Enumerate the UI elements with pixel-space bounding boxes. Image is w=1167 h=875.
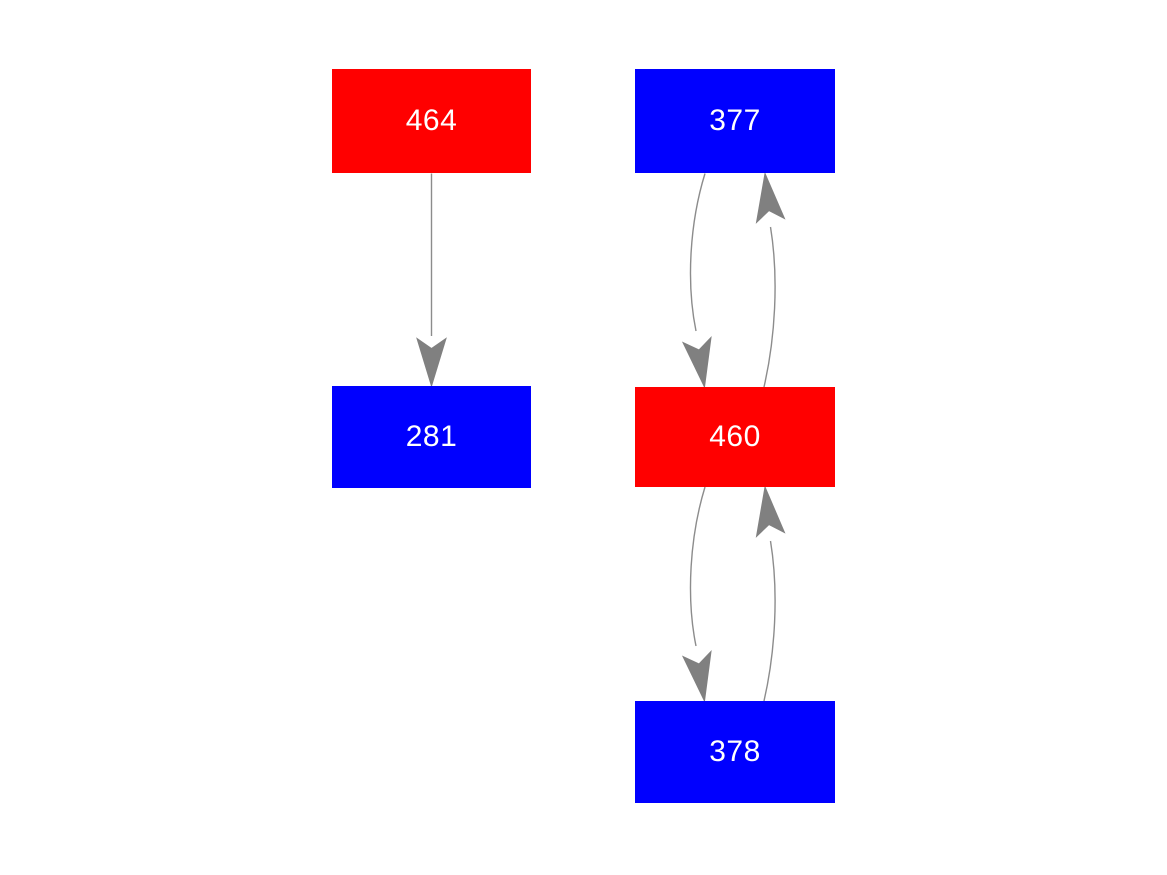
node-label-281: 281 bbox=[405, 420, 458, 453]
graph-node-281[interactable]: 281 bbox=[332, 386, 531, 488]
edge-377-to-460 bbox=[681, 173, 712, 389]
graph-node-377[interactable]: 377 bbox=[635, 69, 835, 173]
edge-377-to-460-arrowhead bbox=[681, 336, 712, 389]
edge-464-to-281 bbox=[416, 173, 447, 388]
edge-460-to-377-path bbox=[763, 226, 776, 388]
node-label-460: 460 bbox=[709, 420, 761, 453]
edge-378-to-460 bbox=[755, 485, 786, 702]
edge-460-to-378-path bbox=[689, 486, 706, 647]
edge-377-to-460-path bbox=[689, 173, 706, 332]
edge-464-to-281-arrowhead bbox=[416, 337, 447, 388]
edge-460-to-377-arrowhead bbox=[755, 171, 786, 224]
graph-node-464[interactable]: 464 bbox=[332, 69, 531, 173]
edge-378-to-460-path bbox=[763, 540, 776, 702]
edge-460-to-378 bbox=[681, 486, 712, 703]
edge-460-to-377 bbox=[755, 171, 786, 388]
node-label-464: 464 bbox=[405, 104, 458, 137]
graph-node-378[interactable]: 378 bbox=[635, 701, 835, 803]
node-label-378: 378 bbox=[709, 735, 761, 768]
edge-460-to-378-arrowhead bbox=[681, 650, 712, 703]
node-label-377: 377 bbox=[709, 104, 761, 137]
edge-378-to-460-arrowhead bbox=[755, 485, 786, 538]
graph-node-460[interactable]: 460 bbox=[635, 387, 835, 487]
